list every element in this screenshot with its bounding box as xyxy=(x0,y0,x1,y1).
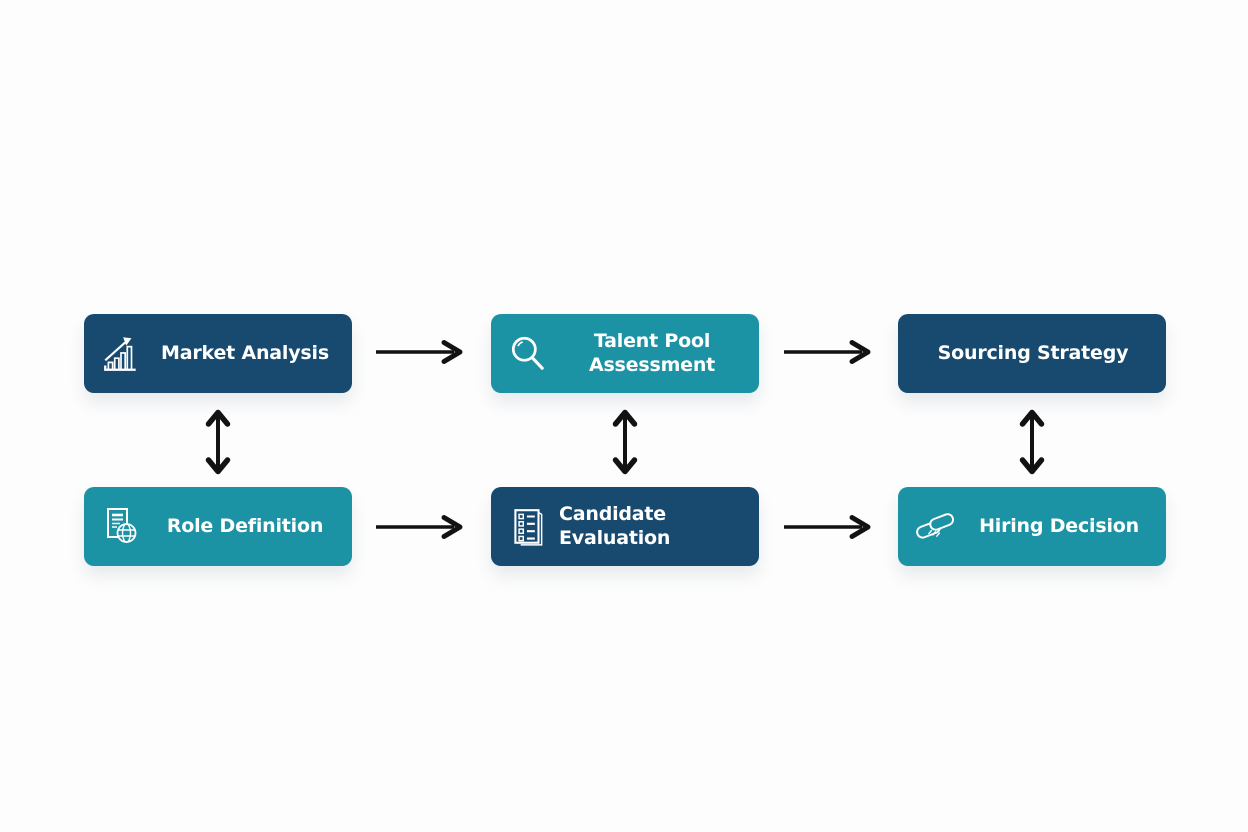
document-globe-icon xyxy=(100,506,142,548)
arrow-role-to-candidate xyxy=(372,514,468,540)
bar-chart-growth-icon xyxy=(100,333,142,375)
arrow-market-role-bidirectional xyxy=(203,408,233,476)
arrow-sourcing-hiring-bidirectional xyxy=(1017,408,1047,476)
handshake-icon xyxy=(914,506,956,548)
node-hiring-decision: Hiring Decision xyxy=(898,487,1166,566)
arrow-talent-to-sourcing xyxy=(780,339,876,365)
node-label: Market Analysis xyxy=(161,341,329,364)
arrow-candidate-to-hiring xyxy=(780,514,876,540)
arrow-market-to-talent xyxy=(372,339,468,365)
node-market-analysis: Market Analysis xyxy=(84,314,352,393)
checklist-icon xyxy=(507,506,549,548)
node-label: Hiring Decision xyxy=(979,514,1139,537)
node-label: Sourcing Strategy xyxy=(937,341,1129,364)
node-role-definition: Role Definition xyxy=(84,487,352,566)
node-sourcing-strategy: Sourcing Strategy xyxy=(898,314,1166,393)
node-candidate-evaluation: Candidate Evaluation xyxy=(491,487,759,566)
node-talent-pool-assessment: Talent Pool Assessment xyxy=(491,314,759,393)
arrow-talent-candidate-bidirectional xyxy=(610,408,640,476)
node-label: Talent Pool Assessment xyxy=(588,330,716,376)
node-label: Role Definition xyxy=(166,514,324,537)
magnifier-icon xyxy=(507,333,549,375)
node-label: Candidate Evaluation xyxy=(559,503,671,549)
